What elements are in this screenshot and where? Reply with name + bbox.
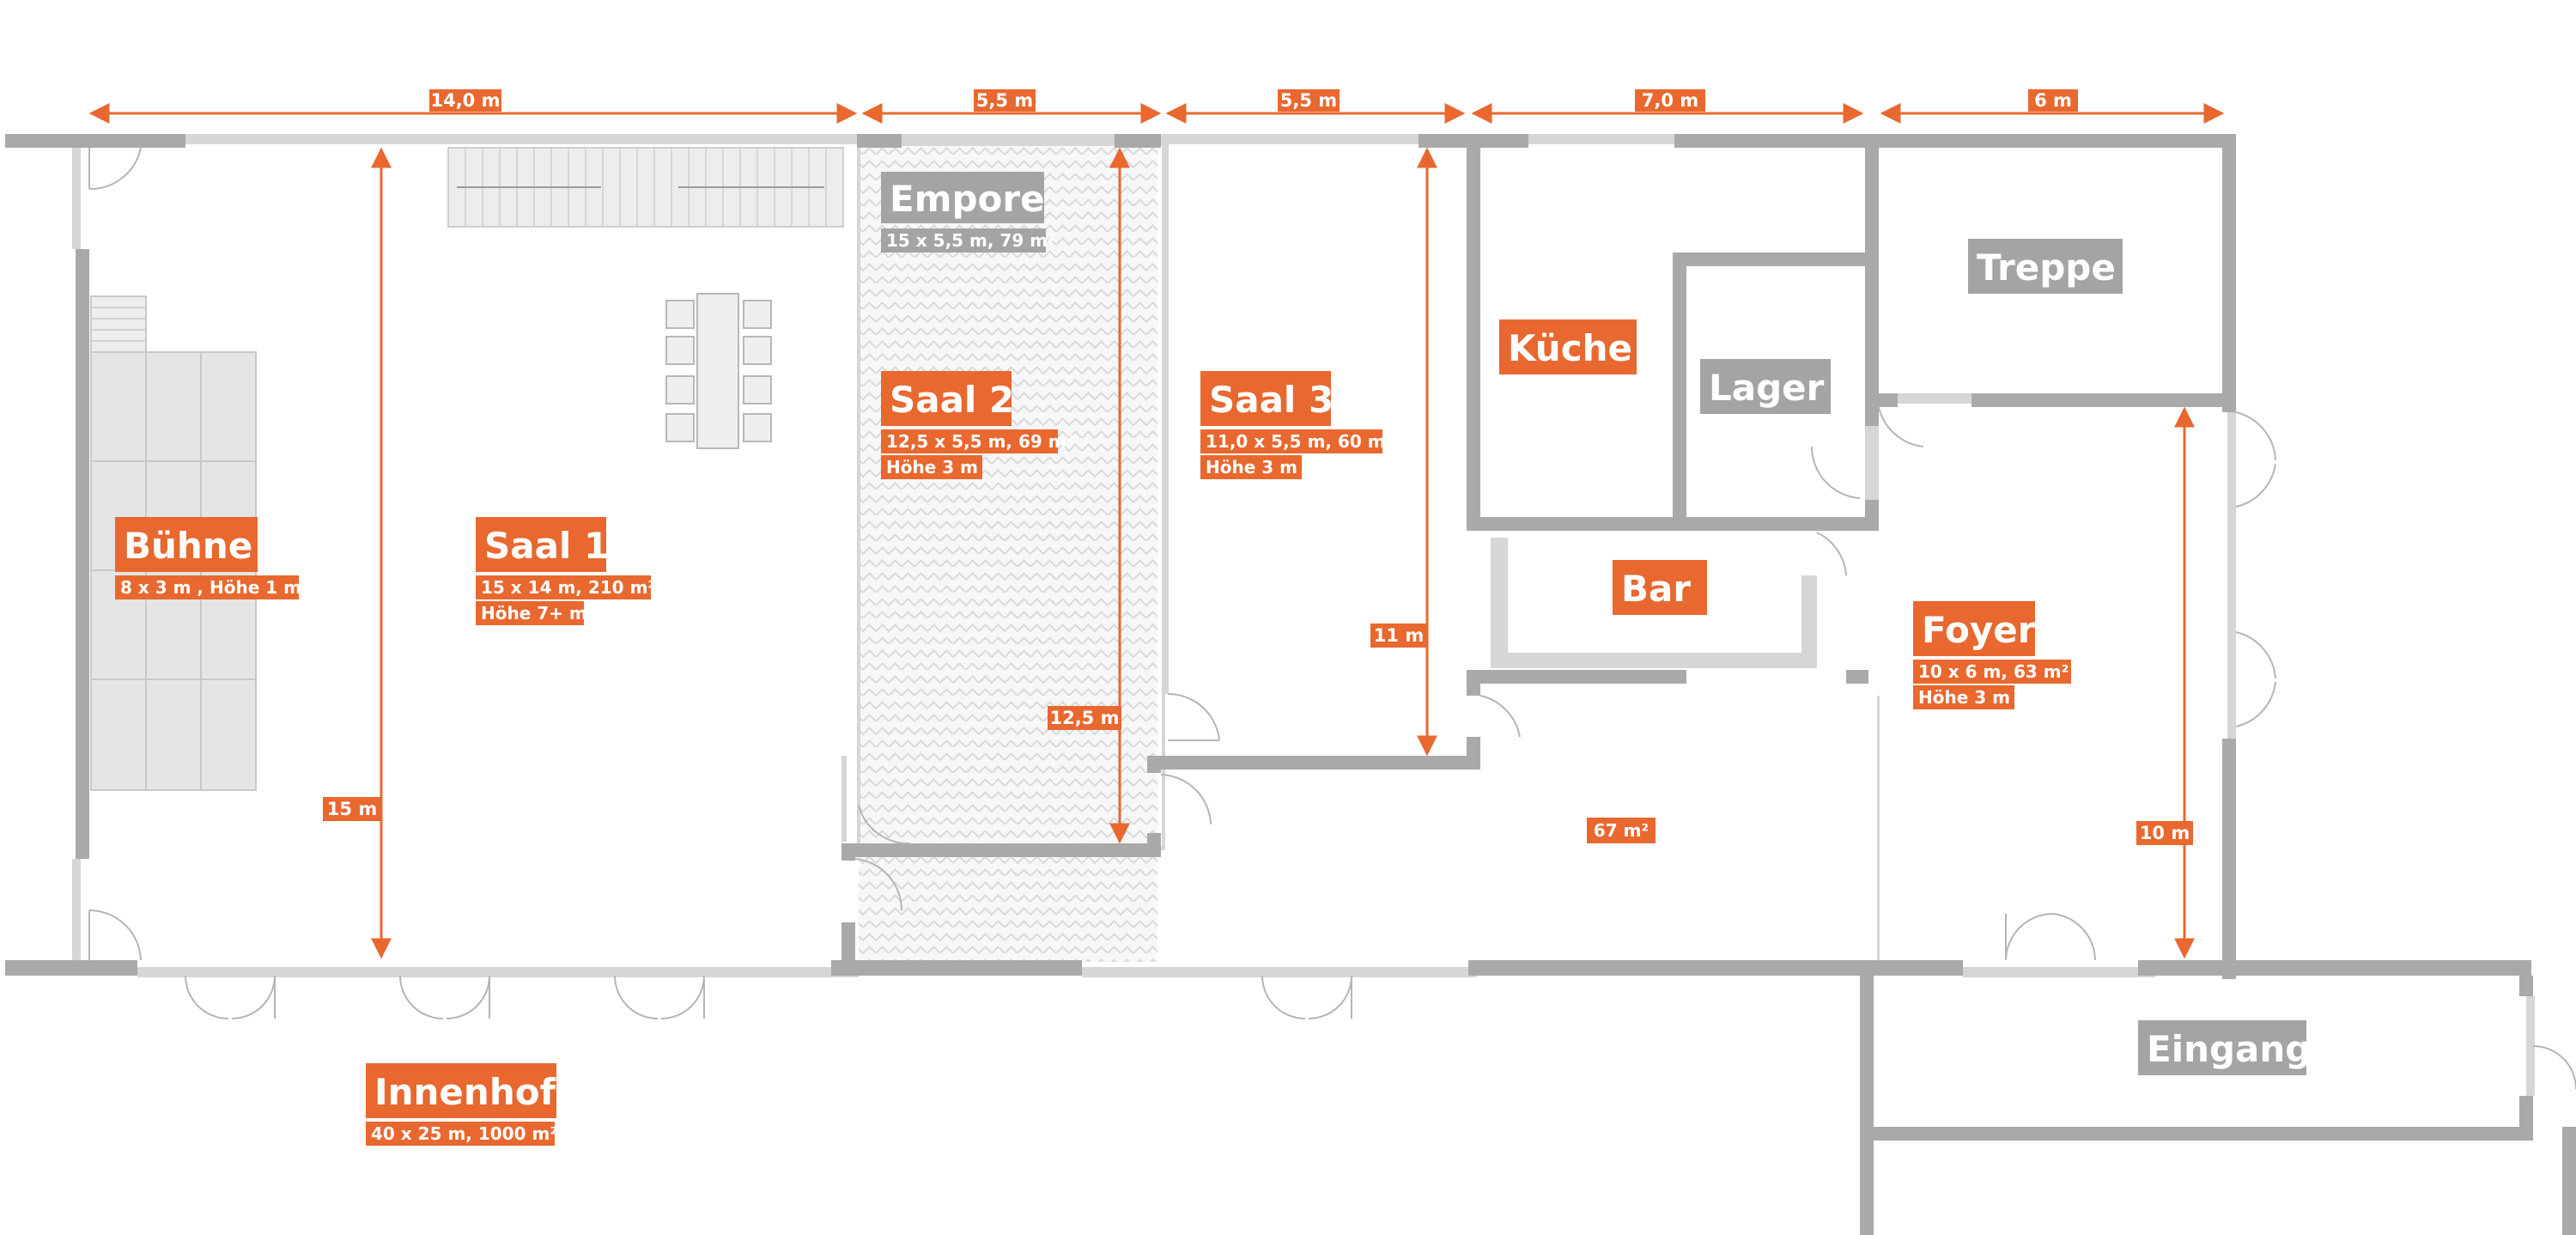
svg-text:Bühne: Bühne <box>124 525 252 567</box>
svg-text:Lager: Lager <box>1709 367 1825 409</box>
room-eingang: Eingang <box>2138 1020 2311 1075</box>
svg-text:5,5 m: 5,5 m <box>1280 90 1337 111</box>
svg-text:15 x 14 m, 210 m²: 15 x 14 m, 210 m² <box>481 577 655 598</box>
svg-text:14,0 m: 14,0 m <box>430 90 500 111</box>
room-buehne: Bühne 8 x 3 m , Höhe 1 m <box>115 517 301 599</box>
svg-text:Höhe 3 m: Höhe 3 m <box>1206 457 1297 478</box>
dim-vertical-saal1: 15 m <box>323 797 381 821</box>
doors <box>88 147 2576 1090</box>
svg-text:5,5 m: 5,5 m <box>976 90 1033 111</box>
vestibule-floor <box>859 857 1157 962</box>
svg-text:67 m²: 67 m² <box>1594 820 1649 841</box>
svg-text:Saal 1: Saal 1 <box>484 525 609 567</box>
svg-text:6 m: 6 m <box>2034 90 2072 111</box>
svg-text:Empore: Empore <box>890 178 1045 220</box>
svg-text:Küche: Küche <box>1508 327 1632 369</box>
room-saal1: Saal 1 15 x 14 m, 210 m² Höhe 7+ m <box>476 517 655 625</box>
dim-top-saal3: 5,5 m <box>1278 89 1340 112</box>
svg-text:Höhe 3 m: Höhe 3 m <box>1918 687 2010 708</box>
svg-text:Saal 2: Saal 2 <box>890 379 1014 421</box>
svg-text:11 m: 11 m <box>1374 625 1424 646</box>
dim-vertical-saal3: 11 m <box>1370 624 1427 648</box>
dim-top-treppe: 6 m <box>2028 89 2078 112</box>
room-treppe: Treppe <box>1968 239 2123 294</box>
room-kueche: Küche <box>1499 319 1637 374</box>
table-with-chairs <box>665 293 772 449</box>
room-empore: Empore 15 x 5,5 m, 79 m² <box>881 172 1055 252</box>
svg-text:10 x 6 m, 63 m²: 10 x 6 m, 63 m² <box>1918 661 2069 682</box>
dim-top-saal1: 14,0 m <box>429 89 501 112</box>
svg-text:Innenhof: Innenhof <box>374 1071 556 1113</box>
room-lager: Lager <box>1700 359 1831 414</box>
dim-top-saal2: 5,5 m <box>974 89 1036 112</box>
svg-text:Höhe 3 m: Höhe 3 m <box>886 457 978 478</box>
svg-text:12,5 x 5,5 m, 69 m²: 12,5 x 5,5 m, 69 m² <box>886 431 1073 452</box>
room-saal3: Saal 3 11,0 x 5,5 m, 60 m² Höhe 3 m <box>1200 371 1393 479</box>
svg-text:Höhe 7+ m: Höhe 7+ m <box>481 603 587 624</box>
svg-text:Foyer: Foyer <box>1922 609 2036 651</box>
svg-text:Eingang: Eingang <box>2147 1028 2311 1070</box>
room-foyer: Foyer 10 x 6 m, 63 m² Höhe 3 m <box>1913 601 2071 709</box>
svg-text:7,0 m: 7,0 m <box>1642 90 1698 111</box>
svg-text:40 x 25 m, 1000 m²: 40 x 25 m, 1000 m² <box>371 1123 557 1144</box>
room-flur-area: 67 m² <box>1587 818 1656 843</box>
svg-text:15 m: 15 m <box>327 799 377 819</box>
room-innenhof: Innenhof 40 x 25 m, 1000 m² <box>366 1063 557 1146</box>
svg-text:8 x 3 m , Höhe 1 m: 8 x 3 m , Höhe 1 m <box>120 577 301 598</box>
svg-text:11,0 x 5,5 m, 60 m²: 11,0 x 5,5 m, 60 m² <box>1206 431 1393 452</box>
staircase <box>447 147 844 228</box>
svg-text:10 m: 10 m <box>2140 823 2190 843</box>
room-saal2: Saal 2 12,5 x 5,5 m, 69 m² Höhe 3 m <box>881 371 1073 479</box>
walls <box>5 134 2576 1235</box>
svg-text:Saal 3: Saal 3 <box>1209 379 1334 421</box>
thin-walls <box>72 134 2535 1096</box>
dim-vertical-foyer: 10 m <box>2136 821 2193 845</box>
dim-vertical-saal2: 12,5 m <box>1048 706 1121 730</box>
dimension-lines <box>88 103 2225 959</box>
saal2-floor <box>859 144 1157 849</box>
room-bar: Bar <box>1613 560 1707 615</box>
svg-text:15 x 5,5 m, 79 m²: 15 x 5,5 m, 79 m² <box>886 230 1055 251</box>
svg-text:12,5 m: 12,5 m <box>1049 708 1119 728</box>
dim-top-kueche: 7,0 m <box>1635 89 1705 112</box>
svg-text:Treppe: Treppe <box>1977 246 2116 289</box>
svg-text:Bar: Bar <box>1621 568 1691 610</box>
